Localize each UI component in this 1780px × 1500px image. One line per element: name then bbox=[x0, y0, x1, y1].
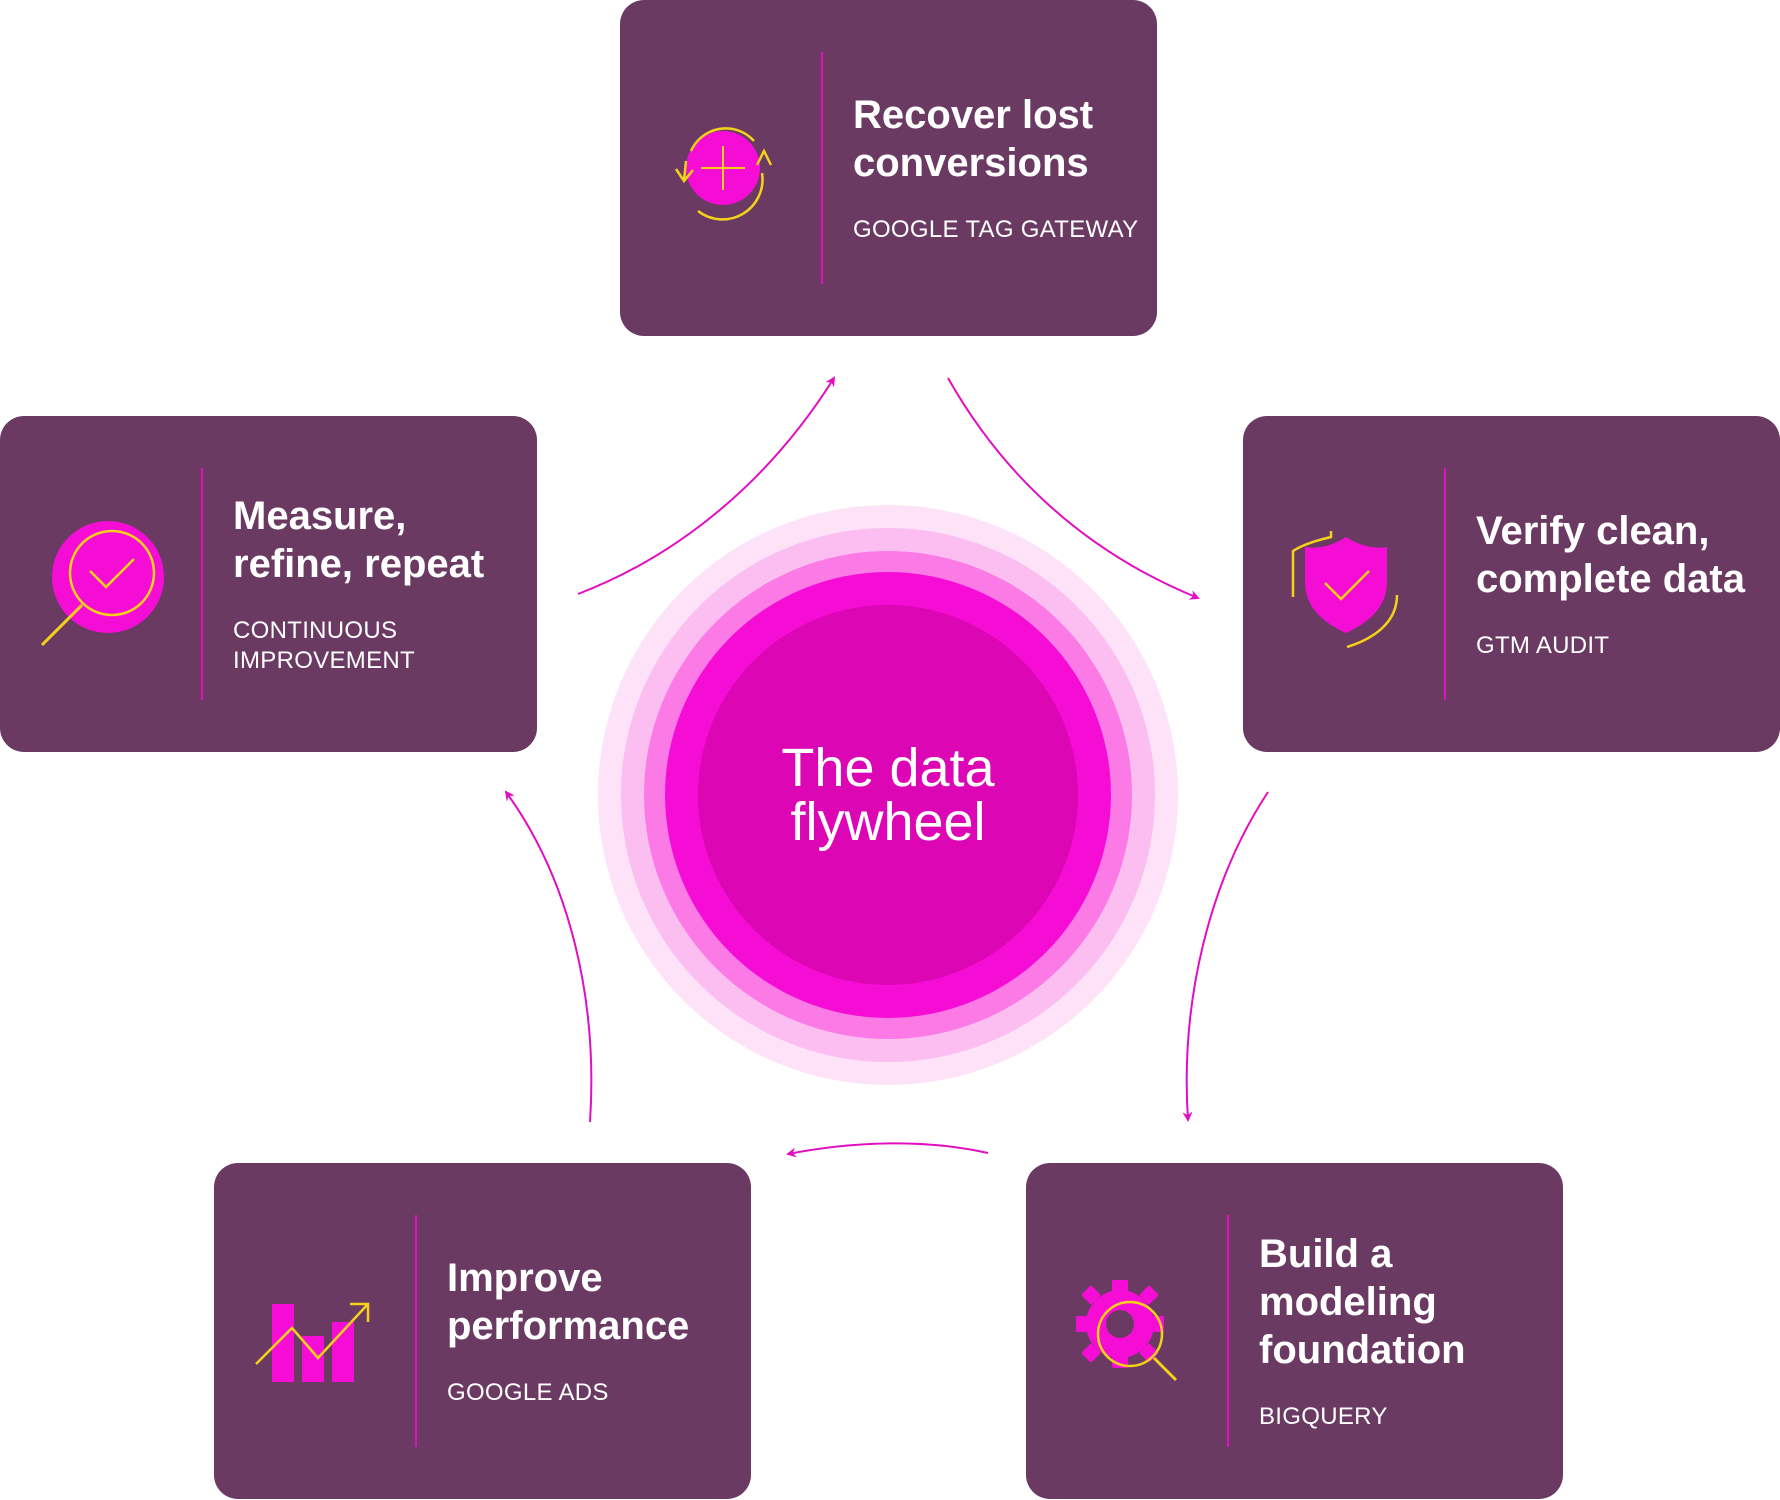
magnifier-check-icon bbox=[40, 521, 164, 647]
arrow-verify-to-build bbox=[1182, 791, 1269, 1122]
step-card-improve: Improve performance GOOGLE ADS bbox=[214, 1163, 751, 1499]
step-card-verify: Verify clean, complete data GTM AUDIT bbox=[1243, 416, 1780, 752]
step-title: Measure, refine, repeat bbox=[233, 494, 485, 586]
arrow-measure-to-recover bbox=[577, 376, 836, 595]
step-title: Build a modeling foundation bbox=[1259, 1232, 1466, 1372]
step-card-measure: Measure, refine, repeat CONTINUOUS IMPRO… bbox=[0, 416, 537, 752]
shield-check-icon bbox=[1291, 531, 1399, 649]
step-subtitle: CONTINUOUS IMPROVEMENT bbox=[233, 617, 415, 674]
step-card-build: Build a modeling foundation BIGQUERY bbox=[1026, 1163, 1563, 1499]
step-title: Recover lost conversions bbox=[853, 93, 1094, 185]
step-title: Verify clean, complete data bbox=[1476, 509, 1745, 601]
card-divider bbox=[1227, 1215, 1229, 1447]
card-divider bbox=[415, 1215, 417, 1447]
step-subtitle: GTM AUDIT bbox=[1476, 632, 1610, 659]
step-subtitle: GOOGLE ADS bbox=[447, 1379, 609, 1406]
card-divider bbox=[201, 468, 203, 700]
arrow-recover-to-verify bbox=[947, 377, 1200, 600]
arrow-build-to-improve bbox=[786, 1142, 989, 1158]
hub-ring-middle: The data flywheel bbox=[644, 551, 1132, 1039]
step-subtitle: BIGQUERY bbox=[1259, 1403, 1388, 1430]
hub-ring-inner: The data flywheel bbox=[665, 572, 1111, 1018]
step-subtitle: GOOGLE TAG GATEWAY bbox=[853, 216, 1139, 243]
hub-title: The data flywheel bbox=[781, 738, 995, 852]
flywheel-hub: The data flywheel bbox=[598, 505, 1178, 1085]
step-title: Improve performance bbox=[447, 1256, 690, 1348]
hub-ring-outer: The data flywheel bbox=[621, 528, 1155, 1062]
hub-core: The data flywheel bbox=[698, 605, 1078, 985]
card-divider bbox=[821, 52, 823, 284]
refresh-plus-icon bbox=[674, 127, 773, 221]
bar-chart-trend-icon bbox=[255, 1302, 370, 1382]
card-divider bbox=[1444, 468, 1446, 700]
arrow-improve-to-measure bbox=[504, 790, 593, 1123]
step-card-recover: Recover lost conversions GOOGLE TAG GATE… bbox=[620, 0, 1157, 336]
gear-search-icon bbox=[1076, 1280, 1178, 1382]
